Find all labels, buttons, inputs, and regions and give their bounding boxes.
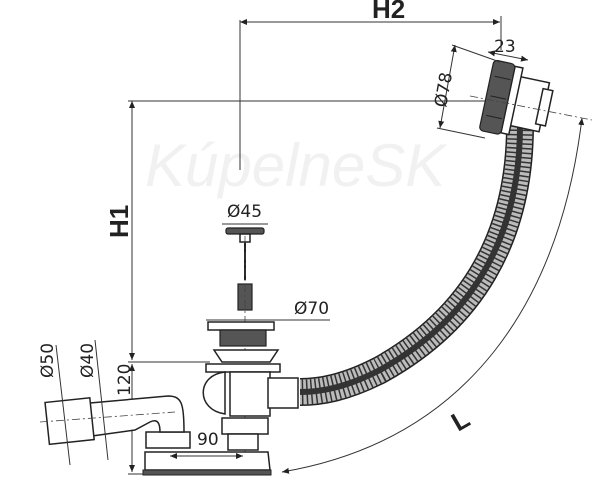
h2-label: H2 (372, 0, 405, 24)
h1-label: H1 (104, 205, 134, 238)
overflow-depth-label: 23 (494, 37, 516, 57)
hose-length-label: L (446, 403, 475, 437)
watermark: KúpelneSK (145, 132, 448, 199)
h2-dimension: H2 (239, 0, 502, 170)
h1-dimension: H1 (104, 100, 540, 363)
waste-diameter-label: Ø70 (294, 299, 329, 319)
outlet-outer-diameter-label: Ø50 (38, 343, 58, 378)
outlet-offset-label: 90 (197, 430, 219, 450)
flexible-hose (299, 124, 534, 406)
trap-height-label: 120 (115, 364, 135, 396)
overflow-head (469, 59, 593, 136)
outlet-inner-diameter-label: Ø40 (78, 343, 98, 378)
plug-diameter-label: Ø45 (227, 202, 262, 222)
waste-body: Ø70 (202, 299, 330, 451)
trap-and-outlet: Ø50 Ø40 90 (38, 339, 272, 476)
overflow-diameter-label: Ø78 (431, 71, 457, 109)
